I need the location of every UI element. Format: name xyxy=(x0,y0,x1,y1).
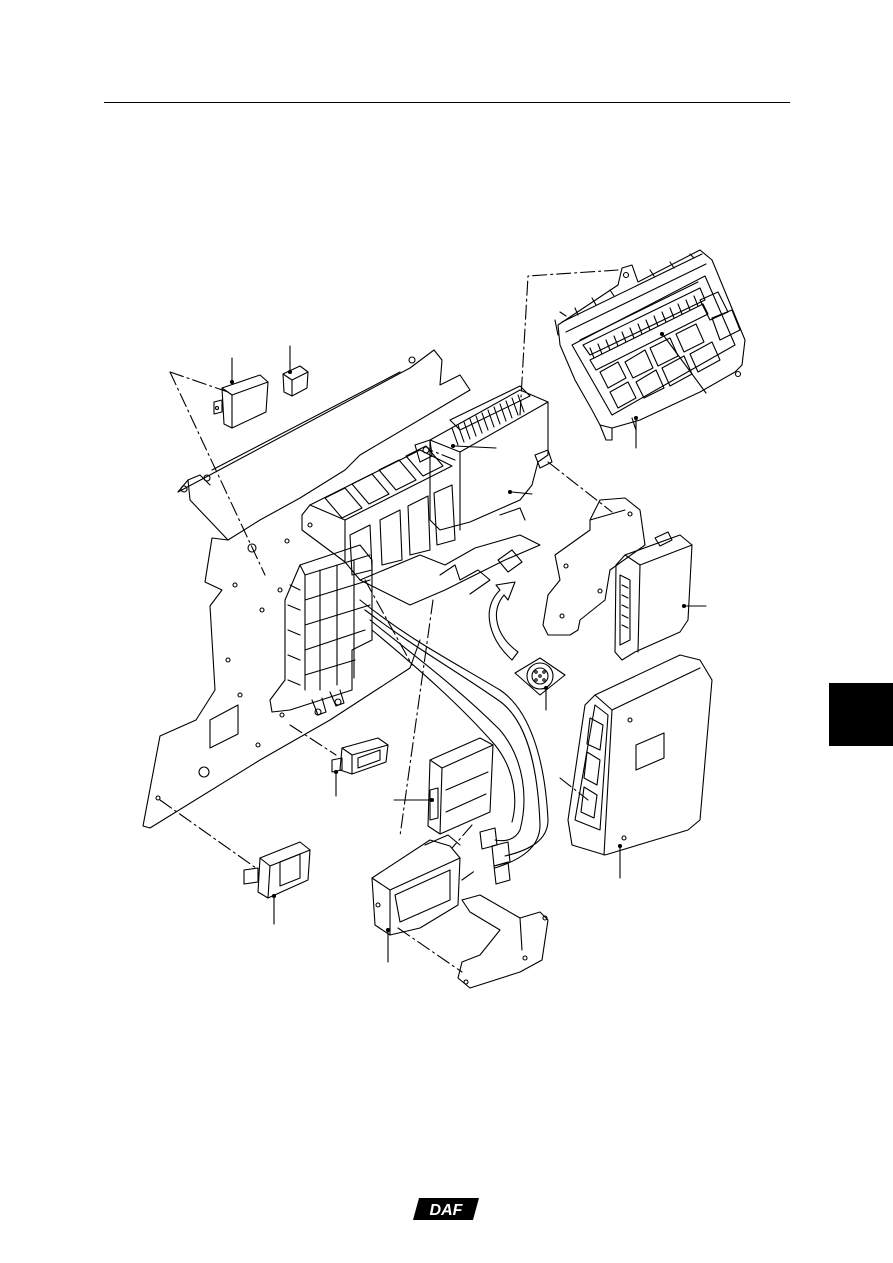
right-lower-module xyxy=(567,654,713,856)
bottom-left-module xyxy=(243,841,311,899)
wiring-harness xyxy=(359,599,549,885)
upper-tray xyxy=(301,445,541,606)
right-upper-module xyxy=(614,531,693,661)
small-relay-b xyxy=(282,365,309,397)
round-connector xyxy=(514,657,566,696)
callout-leaders xyxy=(229,331,707,963)
top-relay-module xyxy=(554,249,746,441)
small-relay-a xyxy=(213,374,269,429)
mounting-plate xyxy=(142,349,471,829)
bottom-bracket xyxy=(457,894,549,989)
relay-fuse-block xyxy=(269,544,373,716)
daf-logo: DAF xyxy=(413,1198,479,1220)
right-bracket xyxy=(542,497,646,636)
header-rule xyxy=(104,102,790,103)
alignment-lines xyxy=(159,269,619,973)
left-mid-module xyxy=(331,737,389,775)
svg-text:DAF: DAF xyxy=(430,1202,464,1219)
center-control-unit xyxy=(427,737,494,835)
section-tab xyxy=(829,683,893,746)
bottom-control-unit xyxy=(371,834,461,936)
central-electronic-unit xyxy=(414,385,553,531)
insertion-arrow xyxy=(488,581,519,661)
